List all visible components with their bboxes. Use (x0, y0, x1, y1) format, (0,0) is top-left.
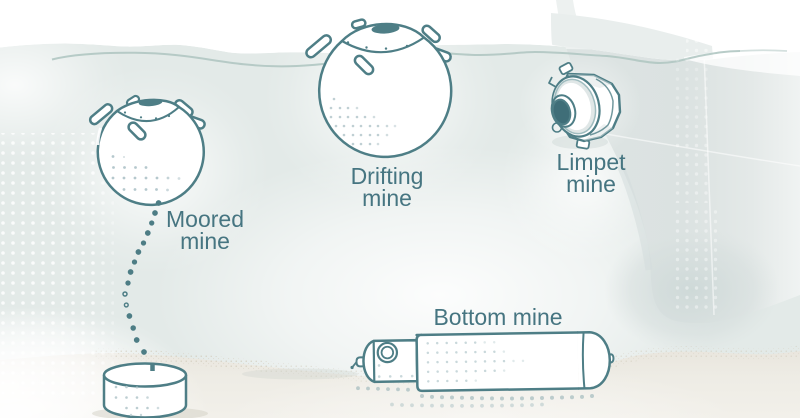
svg-text:mine: mine (180, 228, 230, 254)
svg-text:Limpet: Limpet (556, 149, 626, 175)
svg-text:mine: mine (566, 171, 616, 197)
svg-text:Drifting: Drifting (351, 163, 424, 189)
svg-text:Bottom mine: Bottom mine (433, 304, 562, 330)
svg-text:Moored: Moored (166, 206, 244, 232)
svg-text:mine: mine (362, 185, 412, 211)
